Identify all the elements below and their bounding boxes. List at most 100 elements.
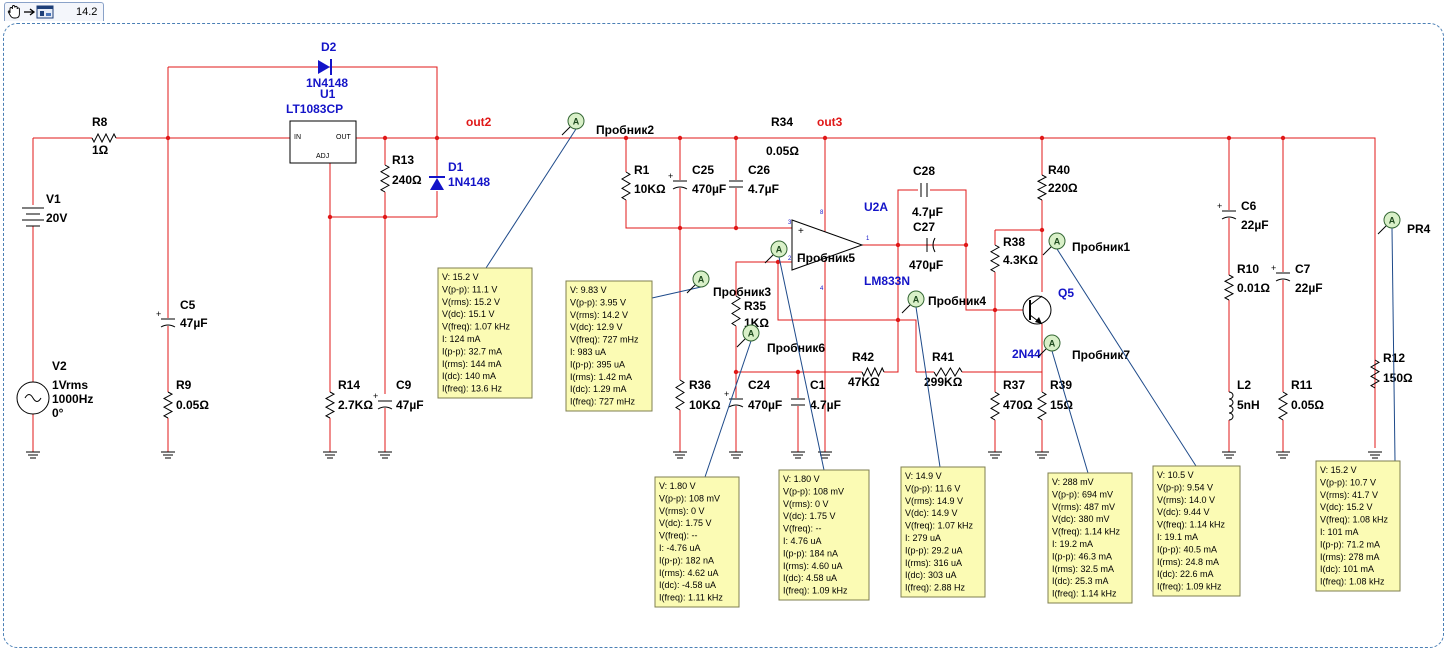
sheet-icon <box>36 5 54 19</box>
label-r34-ref: R34 <box>771 115 793 129</box>
readout-line: I: 124 mA <box>442 334 481 344</box>
probe-icon[interactable]: A <box>736 324 760 348</box>
capacitor-c27 <box>926 237 936 253</box>
probe-icon[interactable]: A <box>764 240 788 264</box>
label-d1-value: 1N4148 <box>448 175 490 189</box>
readout-line: V: 15.2 V <box>1320 465 1357 475</box>
readout-line: V(p-p): 108 mV <box>783 486 844 496</box>
polarity-mark: + <box>1217 201 1222 211</box>
resistor-r41 <box>933 367 963 377</box>
label-v1-value: 20V <box>46 211 67 225</box>
capacitor-plate <box>728 404 744 408</box>
tab-label: 14.2 <box>76 6 98 18</box>
label-r14-value: 2.7KΩ <box>338 398 373 412</box>
resistor-zigzag <box>861 366 885 378</box>
label-r35-ref: R35 <box>744 299 766 313</box>
probe-icon[interactable]: A <box>1377 211 1401 235</box>
probe-icon[interactable]: A <box>1037 334 1061 358</box>
tab-icons <box>7 5 54 19</box>
schematic-sheet <box>3 23 1444 648</box>
capacitor-plate <box>1275 278 1291 282</box>
readout-line: I(rms): 1.42 mA <box>570 372 632 382</box>
readout-line: I(freq): 1.09 kHz <box>1157 582 1222 592</box>
resistor-r11 <box>1278 391 1288 421</box>
readout-line: V(rms): 41.7 V <box>1320 490 1378 500</box>
resistor-r42 <box>861 366 885 378</box>
opamp-pin-number: 1 <box>866 236 870 242</box>
readout-line: I: -4.76 uA <box>659 543 701 553</box>
probe-glyph: A <box>748 329 755 339</box>
probe-name-label: Пробник7 <box>1072 348 1130 362</box>
label-r9-value: 0.05Ω <box>176 398 209 412</box>
label-r1-value: 10KΩ <box>634 182 666 196</box>
label-c1-value: 4.7µF <box>810 398 841 412</box>
probe-circle <box>1383 211 1401 229</box>
label-c7-ref: C7 <box>1295 262 1311 276</box>
probe-leader <box>915 306 941 468</box>
ground-icon <box>378 451 392 459</box>
readout-line: I(dc): 303 uA <box>905 570 957 580</box>
probe-readout-box: V: 14.9 VV(p-p): 11.6 VV(rms): 14.9 VV(d… <box>900 466 986 598</box>
label-c26-ref: C26 <box>748 163 770 177</box>
label-c25-ref: C25 <box>692 163 714 177</box>
capacitor-c5: + <box>156 309 176 328</box>
probe-icon[interactable]: A <box>1042 232 1066 256</box>
label-c6-ref: C6 <box>1241 199 1257 213</box>
readout-line: I(dc): 4.58 uA <box>783 573 837 583</box>
probe-readout-box: V: 1.80 VV(p-p): 108 mVV(rms): 0 VV(dc):… <box>654 476 740 608</box>
readout-line: I(rms): 316 uA <box>905 558 962 568</box>
readout-line: I(dc): 140 mA <box>442 371 496 381</box>
label-q5-value: 2N44 <box>1012 347 1041 361</box>
readout-line: V(freq): 1.08 kHz <box>1320 515 1389 525</box>
readout-line: I(freq): 1.08 kHz <box>1320 577 1385 587</box>
readout-line: I: 983 uA <box>570 347 606 357</box>
sheet-tab[interactable]: 14.2 <box>4 2 104 21</box>
capacitor-c1 <box>791 398 805 406</box>
junction-dot <box>677 225 683 231</box>
u1-pin-label: OUT <box>336 134 352 141</box>
ground-icon <box>791 451 805 459</box>
readout-line: I(p-p): 395 uA <box>570 359 625 369</box>
resistor-r40 <box>1036 174 1048 201</box>
probe-leader <box>1056 248 1197 467</box>
readout-line: V(dc): 1.75 V <box>783 511 836 521</box>
resistor-r14 <box>324 391 336 419</box>
probe-name-label: PR4 <box>1407 222 1431 236</box>
label-c27-value: 470µF <box>909 258 943 272</box>
probe-circle <box>1048 232 1066 250</box>
readout-line: I: 19.1 mA <box>1157 532 1198 542</box>
readout-line: V: 10.5 V <box>1157 470 1194 480</box>
probe-glyph: A <box>1049 339 1056 349</box>
readout-line: V(rms): 0 V <box>783 499 829 509</box>
probe-icon[interactable]: A <box>561 112 585 136</box>
ac-source-circle <box>16 381 50 415</box>
polarity-mark: + <box>1271 263 1276 273</box>
label-u1-value: LT1083CP <box>286 102 343 116</box>
label-d2-ref: D2 <box>321 40 337 54</box>
resistor-zigzag <box>1036 174 1048 201</box>
ground-icon <box>1222 451 1236 459</box>
resistor-zigzag <box>675 379 685 411</box>
readout-line: V(freq): 1.14 kHz <box>1052 527 1121 537</box>
net-label-out3: out3 <box>817 115 843 129</box>
capacitor-c25: + <box>668 171 688 190</box>
label-r13-value: 240Ω <box>392 173 422 187</box>
readout-background <box>565 280 653 412</box>
wire-neg-r35 <box>735 261 792 296</box>
inductor-coil <box>1228 391 1234 421</box>
readout-line: I(dc): 22.6 mA <box>1157 569 1214 579</box>
probe-readout-box: V: 288 mVV(p-p): 694 mVV(rms): 487 mVV(d… <box>1047 472 1133 604</box>
capacitor-plate <box>377 406 393 410</box>
readout-line: V(rms): 487 mV <box>1052 502 1115 512</box>
probe-icon[interactable]: A <box>901 290 925 314</box>
probe-leader <box>1391 227 1396 462</box>
probe-icon[interactable]: A <box>686 270 710 294</box>
resistor-r37 <box>990 391 1000 421</box>
label-l2-value: 5nH <box>1237 398 1260 412</box>
label-c6-value: 22µF <box>1241 218 1269 232</box>
polarity-mark: + <box>373 391 378 401</box>
readout-line: V(rms): 0 V <box>659 506 705 516</box>
label-r39-value: 15Ω <box>1050 398 1073 412</box>
label-v2-line1: 1Vrms <box>52 378 88 392</box>
